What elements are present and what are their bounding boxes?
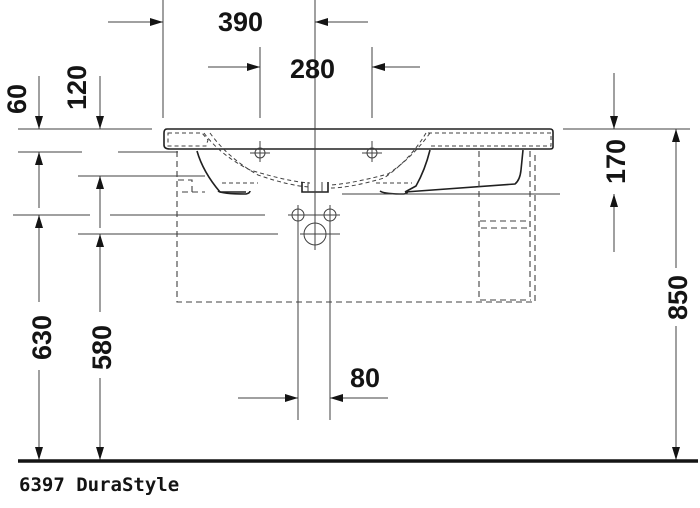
svg-text:390: 390	[218, 7, 263, 37]
svg-text:580: 580	[87, 325, 117, 370]
svg-text:80: 80	[350, 363, 380, 393]
svg-text:170: 170	[601, 139, 631, 184]
dim-390: 390	[108, 0, 368, 118]
dim-280: 280	[208, 47, 420, 118]
dim-850: 850	[663, 129, 693, 460]
washbasin-outline	[163, 128, 554, 195]
waste-connection	[288, 205, 340, 420]
svg-text:850: 850	[663, 275, 693, 320]
product-caption: 6397 DuraStyle	[19, 474, 179, 496]
dim-630: 630	[27, 215, 57, 460]
dim-580: 580	[87, 234, 117, 460]
dim-120: 120	[62, 65, 104, 228]
dim-80: 80	[238, 363, 388, 402]
svg-text:120: 120	[62, 65, 92, 110]
vanity-unit-outline	[176, 151, 536, 303]
svg-text:60: 60	[2, 84, 32, 114]
tap-hole-right-icon	[362, 141, 382, 162]
tap-hole-left-icon	[250, 141, 270, 162]
dim-60: 60	[2, 76, 43, 208]
svg-text:280: 280	[290, 54, 335, 84]
svg-text:630: 630	[27, 315, 57, 360]
dim-170: 170	[601, 73, 631, 252]
